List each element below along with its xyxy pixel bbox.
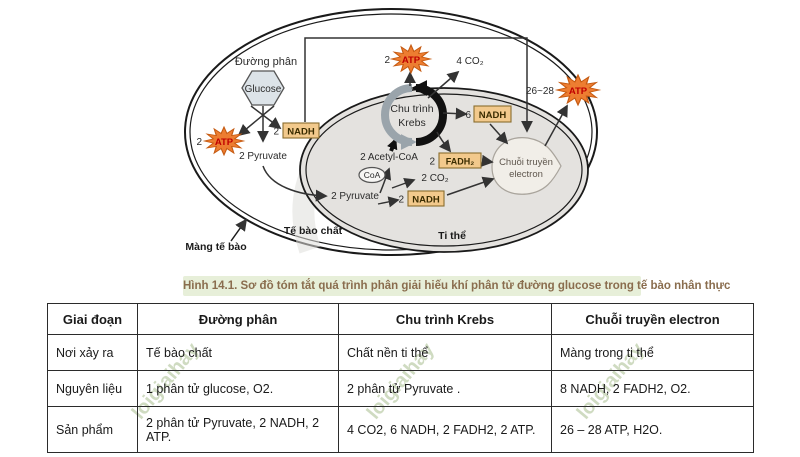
table-row: Nơi xảy ra Tế bào chất Chất nền ti thể M…: [47, 334, 754, 371]
atp-label: ATP: [215, 137, 234, 148]
nadh-count: 2: [273, 127, 279, 138]
nadh-to-etc-arrow: [489, 123, 509, 145]
electron-transport-chain-blob: [491, 137, 562, 195]
krebs-nadh-box: NADH 6: [465, 105, 512, 123]
row-label: Sản phẩm: [47, 406, 138, 453]
nadh-count: 2: [398, 195, 404, 206]
pyruvate-mito-label: 2 Pyruvate: [331, 191, 379, 202]
glycolysis-atp-star: ATP 2: [196, 126, 245, 156]
atp-count: 2: [196, 137, 202, 148]
glycolysis-nadh-box: NADH 2: [273, 122, 320, 139]
cytoplasm-label: Tế bào chất: [284, 225, 343, 237]
krebs-title-line1: Chu trình: [390, 103, 433, 115]
table-row: Nguyên liệu 1 phân tử glucose, O2. 2 phâ…: [47, 370, 754, 407]
glycolysis-label: Đường phân: [235, 56, 297, 68]
nadh-count: 6: [465, 110, 471, 121]
fadh2-to-etc-arrow: [481, 154, 494, 167]
nadh-shuttle-line: [304, 37, 533, 133]
summary-table: Giai đoạn Đường phân Chu trình Krebs Chu…: [47, 303, 754, 453]
krebs-to-nadh-arrow: [442, 107, 468, 120]
pyruvate-to-acetyl-arrow: [379, 167, 392, 194]
mitochondrion-label: Ti thể: [438, 230, 466, 242]
row-label: Nguyên liệu: [47, 370, 138, 407]
figure-caption: Hình 14.1. Sơ đồ tóm tắt quá trình phân …: [183, 276, 730, 296]
etc-label-line2: electron: [509, 169, 543, 180]
fadh2-label: FADH₂: [446, 157, 475, 167]
etc-label-line1: Chuỗi truyền: [499, 157, 553, 168]
membrane-pointer-arrow: [230, 218, 248, 242]
krebs-to-co2-arrow: [427, 70, 460, 99]
fadh2-count: 2: [429, 157, 435, 168]
row-label: Nơi xảy ra: [47, 334, 138, 371]
atp-count: 2: [384, 55, 390, 66]
table-row: Sản phẩm 2 phân tử Pyruvate, 2 NADH, 2 A…: [47, 406, 754, 453]
acetyl-coa-label: 2 Acetyl-CoA: [360, 152, 418, 163]
krebs-co2-label: 4 CO₂: [456, 56, 483, 67]
krebs-atp-star: ATP 2: [384, 44, 432, 74]
atp-count: 26~28: [526, 86, 555, 97]
link-nadh-arrow: [377, 196, 400, 208]
table-cell: 2 phân tử Pyruvate .: [338, 370, 552, 407]
pyruvate-cytoplasm-label: 2 Pyruvate: [239, 151, 287, 162]
nadh-label: NADH: [479, 110, 507, 121]
krebs-fadh2-box: FADH₂ 2: [429, 152, 482, 169]
table-cell: Màng trong ti thể: [551, 334, 754, 371]
etc-to-atp-arrow: [544, 104, 568, 147]
table-cell: 2 phân tử Pyruvate, 2 NADH, 2 ATP.: [137, 406, 339, 453]
table-cell: 1 phân tử glucose, O2.: [137, 370, 339, 407]
etc-atp-star: ATP 26~28: [526, 74, 600, 106]
table-cell: 8 NADH, 2 FADH2, O2.: [551, 370, 754, 407]
header-etc: Chuỗi truyền electron: [551, 303, 754, 335]
link-nadh-box: NADH 2: [398, 190, 445, 207]
acetyl-to-krebs-arrow: [387, 137, 398, 152]
cell-membrane-label: Màng tế bào: [185, 241, 246, 253]
pyruvate-import-arrow: [262, 165, 328, 202]
cell-respiration-diagram: Đường phân Glucose ATP 2 NADH 2 2 Pyruva…: [184, 8, 600, 256]
header-krebs: Chu trình Krebs: [338, 303, 552, 335]
mitochondrion-inner-membrane: [305, 93, 583, 247]
header-stage: Giai đoạn: [47, 303, 138, 335]
table-header-row: Giai đoạn Đường phân Chu trình Krebs Chu…: [47, 303, 754, 335]
table-cell: 4 CO2, 6 NADH, 2 FADH2, 2 ATP.: [338, 406, 552, 453]
krebs-to-fadh2-arrow: [436, 131, 452, 153]
krebs-cycle-gray-arc: [381, 84, 417, 150]
atp-label: ATP: [569, 86, 588, 97]
nadh-label: NADH: [287, 127, 315, 138]
glycolysis-to-atp-arrow: [237, 105, 275, 137]
header-glycolysis: Đường phân: [137, 303, 339, 335]
table-cell: Chất nền ti thể: [338, 334, 552, 371]
nadh-label: NADH: [412, 195, 440, 206]
link-co2-label: 2 CO₂: [421, 173, 448, 184]
atp-label: ATP: [402, 55, 421, 66]
glucose-label: Glucose: [245, 84, 282, 95]
glucose-hexagon: [241, 70, 285, 106]
link-nadh-to-etc-arrow: [446, 176, 495, 196]
table-cell: 26 – 28 ATP, H2O.: [551, 406, 754, 453]
mitochondrion-outer-membrane: [299, 87, 589, 253]
link-co2-arrow: [391, 177, 416, 189]
table-cell: Tế bào chất: [137, 334, 339, 371]
krebs-cycle-black-arc: [411, 80, 447, 146]
cell-membrane-inner: [189, 13, 593, 251]
coa-label: CoA: [364, 170, 381, 180]
krebs-title-line2: Krebs: [398, 117, 425, 129]
glycolysis-to-nadh-arrow: [250, 105, 282, 130]
coa-oval: [358, 166, 386, 184]
